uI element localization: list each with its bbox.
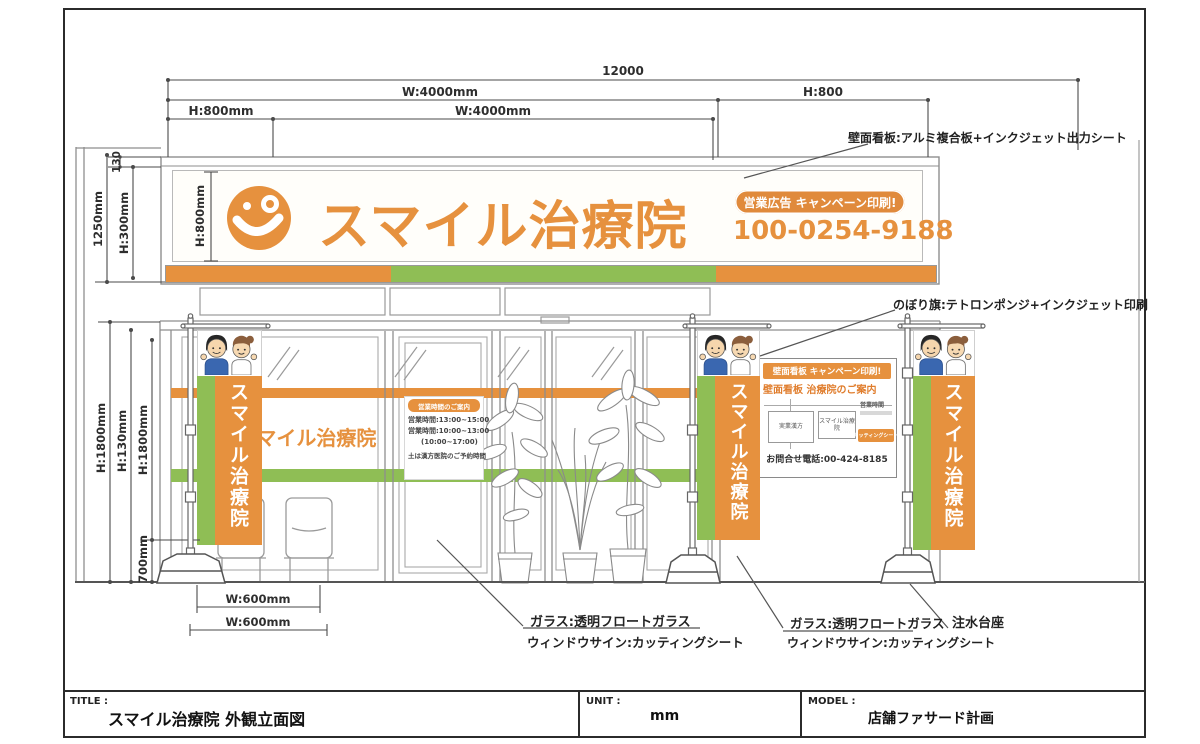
strip-orange-left <box>166 266 391 282</box>
hours-line-2: 営業時間:10:00~13:00 <box>408 426 490 435</box>
flag-text: スマイル治療院 <box>941 382 964 529</box>
nobori-flag-left: スマイル治療院 <box>197 330 262 545</box>
note-glass-left-1: ガラス:透明フロートガラス <box>530 615 691 630</box>
flag-cloth: スマイル治療院 <box>697 376 760 540</box>
sign-brand-name: スマイル治療院 <box>318 197 688 257</box>
strip-green <box>391 266 716 282</box>
mascot-characters-icon <box>699 334 757 376</box>
water-bases <box>156 553 936 584</box>
flag-green-stripe <box>197 376 215 545</box>
flag-text: スマイル治療院 <box>727 382 749 522</box>
transom-row <box>199 287 711 324</box>
flag-hardware <box>180 313 986 575</box>
dimension-lines <box>95 79 1079 636</box>
dim-board-height: H:800mm <box>193 184 207 248</box>
dim-flag-height-2: H:1800mm <box>136 404 150 476</box>
model-value: 店舗ファサード計画 <box>868 711 994 727</box>
plant-3 <box>588 369 665 584</box>
wallboard-phone: お問合せ電話:00-424-8185 <box>766 455 888 465</box>
dim-total-width: 12000 <box>602 64 644 78</box>
drawing-title: スマイル治療院 外観立面図 <box>108 710 306 729</box>
sheet-border <box>63 8 1146 738</box>
flag-characters <box>913 330 975 376</box>
flag-text: スマイル治療院 <box>227 382 249 529</box>
note-glass-left-2: ウィンドウサイン:カッティングシート <box>527 635 744 650</box>
map-box-2: スマイル治療院 <box>818 411 856 439</box>
nobori-flag-middle: スマイル治療院 <box>697 330 760 540</box>
sign-campaign-badge: 営業広告 キャンペーン印刷! <box>735 190 905 214</box>
map-bar <box>860 411 892 415</box>
flag-green-stripe <box>913 376 931 550</box>
smiley-logo-icon <box>227 186 291 250</box>
wallboard-map: 実業漢方 スマイル治療院 営業時間 カッティングシート <box>764 399 898 449</box>
dimension-dots <box>105 78 1080 584</box>
mullions <box>384 331 721 582</box>
unit-value: mm <box>650 708 680 724</box>
flag-orange-panel: スマイル治療院 <box>715 376 760 540</box>
flag-cloth: スマイル治療院 <box>913 376 975 550</box>
unit-label: UNIT : <box>586 696 621 707</box>
flag-characters <box>697 330 760 376</box>
dim-cornice: 130 <box>111 151 123 173</box>
plant-2 <box>551 427 607 584</box>
dim-base-width-2: W:600mm <box>225 615 291 629</box>
note-wall-sign-spec: 壁面看板:アルミ複合板+インクジェット出力シート <box>848 131 1127 145</box>
dim-sign-width-b: W:4000mm <box>454 104 532 118</box>
main-signboard <box>172 170 923 262</box>
flag-characters <box>197 330 262 376</box>
nobori-flag-right: スマイル治療院 <box>913 330 975 550</box>
leader-lines <box>436 143 949 632</box>
map-box-1: 実業漢方 <box>768 411 814 443</box>
model-label: MODEL : <box>808 696 856 707</box>
glass-reflection-marks <box>267 346 624 381</box>
note-water-base: 注水台座 <box>952 616 1005 631</box>
flag-orange-panel: スマイル治療院 <box>931 376 975 550</box>
dim-sign-width-a: W:4000mm <box>401 85 479 99</box>
hours-line-3: (10:00~17:00) <box>421 437 478 446</box>
flag-cloth: スマイル治療院 <box>197 376 262 545</box>
door-hours-sign: 営業時間のご案内 営業時間:13:00~15:00 営業時間:10:00~13:… <box>404 396 490 480</box>
left-wall <box>75 147 161 582</box>
flag-orange-panel: スマイル治療院 <box>215 376 262 545</box>
wall-signboard: 壁面看板 キャンペーン印刷! 壁面看板 治療院のご案内 実業漢方 スマイル治療院… <box>757 358 898 478</box>
dim-base-width-1: W:600mm <box>225 592 291 606</box>
dim-flag-height-1: H:1800mm <box>94 402 108 474</box>
wallboard-header: 壁面看板 キャンペーン印刷! <box>763 363 891 379</box>
titleblock-divider-1 <box>578 690 580 738</box>
hours-line-1: 営業時間:13:00~15:00 <box>408 416 490 424</box>
note-glass-right-1: ガラス:透明フロートガラス <box>790 616 945 631</box>
wallboard-heading: 壁面看板 治療院のご案内 <box>763 385 877 396</box>
titleblock-top-line <box>63 690 1146 692</box>
titleblock-divider-2 <box>800 690 802 738</box>
flag-green-stripe <box>697 376 715 540</box>
dim-flag-gap: H:130mm <box>115 409 129 473</box>
mascot-characters-icon <box>915 334 972 376</box>
map-street-h <box>764 405 892 406</box>
dim-base-height: 700mm <box>136 535 150 583</box>
strip-orange-right <box>716 266 936 282</box>
dim-height-left: H:800mm <box>188 104 254 118</box>
note-flag-spec: のぼり旗:テトロンポンジ+インクジェット印刷 <box>893 298 1148 312</box>
title-label: TITLE : <box>70 696 109 707</box>
note-glass-right-2: ウィンドウサイン:カッティングシート <box>787 636 996 650</box>
mascot-characters-icon <box>200 334 258 376</box>
dim-fascia-height: 1250mm <box>91 191 105 247</box>
map-label-hours: 営業時間 <box>860 402 885 409</box>
fascia-color-strip <box>165 265 937 283</box>
hours-badge: 営業時間のご案内 <box>408 399 480 412</box>
dim-strip-height: H:300mm <box>117 191 131 255</box>
dim-height-right: H:800 <box>803 85 843 99</box>
hours-line-4: 土は漢方医院のご予約時間 <box>408 451 486 460</box>
plant-1 <box>477 382 548 584</box>
map-chip: カッティングシート <box>854 429 898 442</box>
